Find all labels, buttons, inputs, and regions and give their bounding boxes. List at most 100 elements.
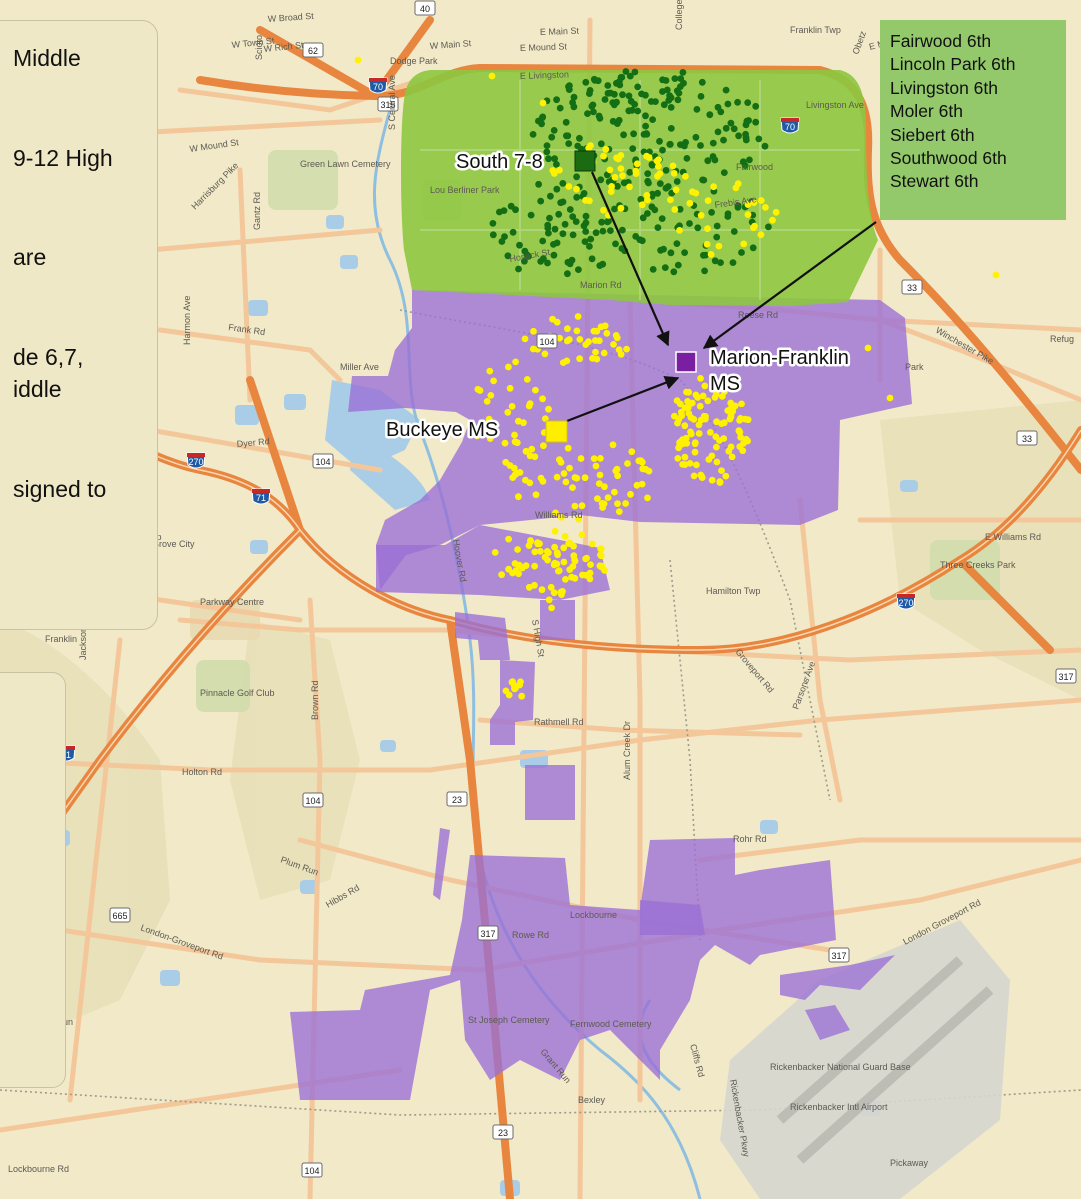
green-student-dot: [720, 169, 728, 177]
map-label: Bexley: [578, 1095, 606, 1105]
map-label: Harmon Ave: [182, 296, 192, 345]
green-student-dot: [619, 226, 626, 234]
yellow-student-dot: [571, 556, 578, 564]
buckeye-school-marker[interactable]: [545, 420, 568, 443]
green-student-dot: [599, 227, 607, 235]
green-student-dot: [616, 78, 623, 85]
green-student-dot: [713, 222, 721, 230]
yellow-student-dot: [488, 72, 496, 80]
yellow-student-dot: [610, 341, 617, 348]
yellow-student-dot: [604, 494, 612, 501]
green-student-dot: [654, 189, 661, 197]
yellow-student-dot: [720, 435, 728, 442]
route-shield-number: 104: [305, 796, 320, 806]
legend-line-4: de 6,7,: [13, 344, 84, 370]
yellow-student-dot: [509, 569, 516, 577]
green-student-dot: [574, 142, 582, 150]
yellow-student-dot: [609, 441, 617, 449]
yellow-student-dot: [522, 476, 529, 484]
green-student-dot: [700, 176, 708, 184]
yellow-student-dot: [588, 540, 596, 548]
green-student-dot: [598, 218, 606, 226]
map-label: Franklin Twp: [790, 25, 841, 35]
yellow-student-dot: [728, 453, 736, 461]
green-student-dot: [761, 142, 769, 150]
route-shield: 665: [109, 907, 131, 923]
yellow-student-dot: [690, 415, 698, 423]
green-student-dot: [683, 155, 691, 162]
green-student-dot: [535, 117, 542, 125]
yellow-student-dot: [697, 471, 705, 479]
green-student-dot: [717, 108, 725, 116]
route-shield: 317: [828, 947, 850, 963]
route-shield-number: 104: [304, 1166, 319, 1176]
green-student-dot: [515, 265, 522, 273]
green-student-dot: [626, 168, 634, 176]
yellow-student-dot: [667, 196, 674, 204]
green-student-dot: [729, 259, 737, 266]
yellow-student-dot: [515, 417, 522, 425]
green-student-dot: [556, 104, 564, 112]
yellow-student-dot: [515, 570, 522, 578]
green-student-dot: [714, 128, 722, 136]
map-label: Rickenbacker Intl Airport: [790, 1102, 888, 1112]
yellow-student-dot: [518, 692, 526, 700]
yellow-student-dot: [674, 455, 682, 462]
green-student-dot: [604, 89, 612, 97]
green-student-dot: [638, 237, 646, 245]
green-student-dot: [527, 211, 535, 219]
green-student-dot: [643, 130, 650, 137]
green-student-dot: [644, 170, 652, 178]
green-student-dot: [537, 258, 545, 265]
green-student-dot: [555, 210, 563, 218]
green-student-dot: [662, 77, 670, 84]
yellow-student-dot: [551, 543, 558, 551]
yellow-student-dot: [553, 473, 561, 481]
green-student-dot: [547, 192, 554, 200]
green-student-dot: [572, 218, 580, 226]
green-student-dot: [601, 96, 609, 103]
green-student-dot: [562, 118, 570, 126]
yellow-student-dot: [553, 549, 561, 557]
green-student-dot: [551, 155, 558, 163]
south-7-8-label: South 7-8: [456, 151, 543, 173]
green-student-dot: [735, 132, 742, 140]
yellow-student-dot: [487, 392, 495, 399]
green-student-dot: [722, 86, 730, 94]
yellow-student-dot: [644, 196, 651, 204]
marion-franklin-school-marker[interactable]: [675, 351, 697, 373]
green-student-dot: [666, 92, 673, 99]
green-student-dot: [649, 266, 657, 273]
yellow-student-dot: [515, 493, 522, 501]
green-student-dot: [697, 142, 704, 149]
green-student-dot: [711, 156, 719, 164]
green-student-dot: [698, 78, 706, 86]
yellow-student-dot: [628, 448, 636, 456]
yellow-student-dot: [562, 478, 570, 486]
green-student-dot: [523, 251, 531, 259]
yellow-student-dots: [354, 56, 1000, 700]
yellow-student-dot: [600, 152, 607, 160]
yellow-student-dot: [726, 415, 734, 423]
green-student-dot: [498, 238, 506, 245]
yellow-student-dot: [585, 144, 593, 152]
yellow-student-dot: [525, 402, 533, 410]
green-student-dot: [630, 130, 637, 138]
yellow-student-dot: [707, 251, 715, 258]
yellow-student-dot: [673, 397, 681, 404]
green-student-dot: [545, 229, 552, 237]
map-label: Fairwood: [736, 162, 773, 172]
green-student-dot: [575, 266, 582, 273]
map-label: E Mound St: [520, 41, 568, 53]
yellow-student-dot: [600, 349, 608, 357]
yellow-student-dot: [692, 391, 700, 399]
green-student-dot: [637, 196, 645, 203]
green-student-dot: [742, 121, 750, 129]
yellow-student-dot: [670, 170, 678, 177]
yellow-student-dot: [679, 461, 686, 468]
green-student-dot: [539, 113, 547, 121]
yellow-student-dot: [718, 467, 725, 474]
map-label: E Livingston: [520, 69, 569, 81]
south-7-8-school-marker[interactable]: [574, 150, 596, 172]
